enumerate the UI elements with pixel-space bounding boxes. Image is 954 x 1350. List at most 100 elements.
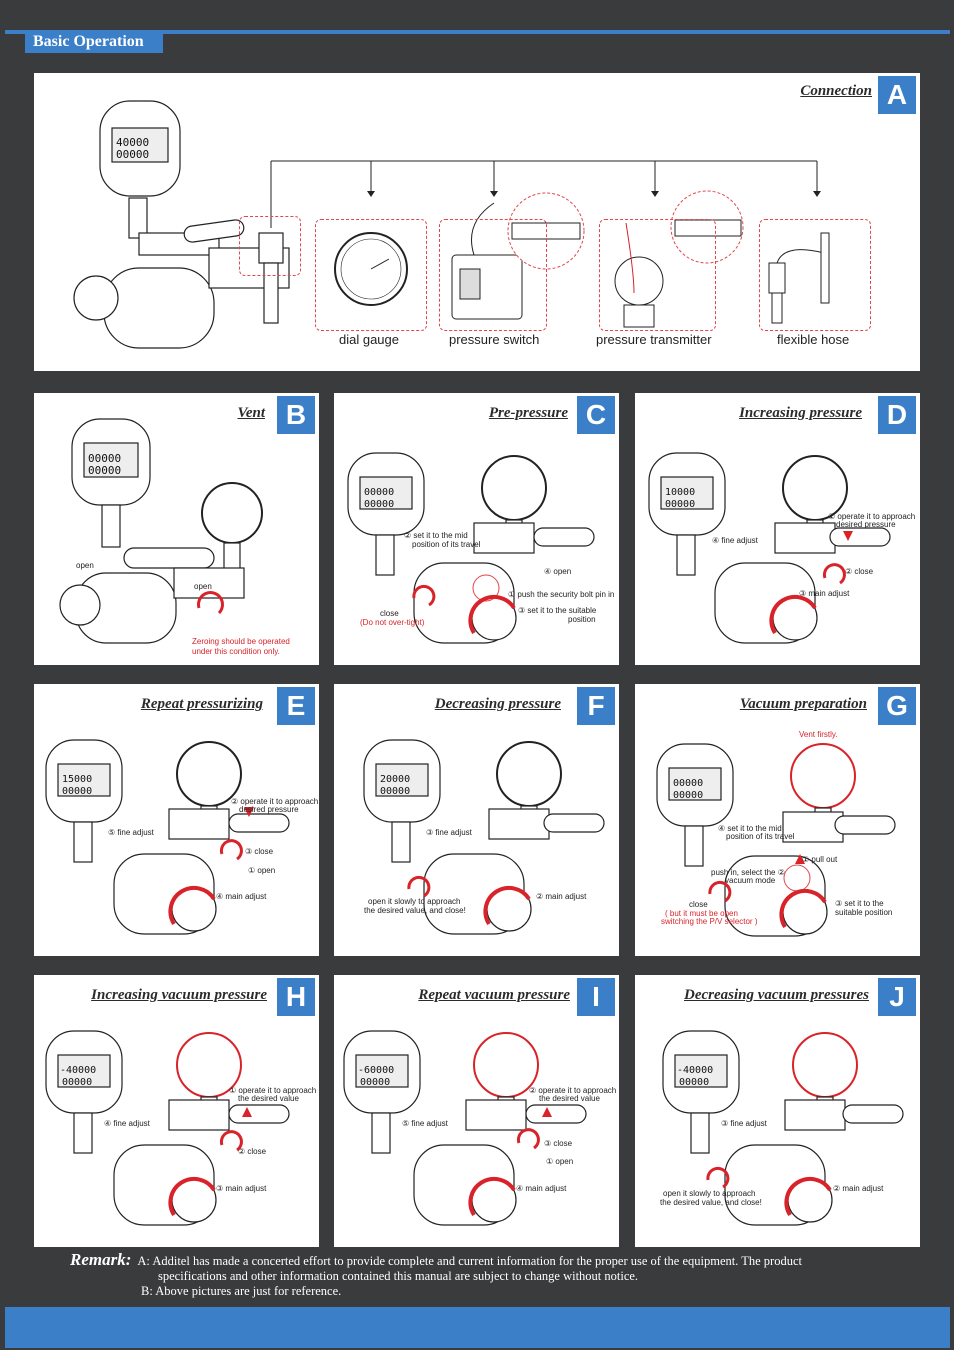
note-line-2: switching the P/V selector ) — [661, 917, 758, 926]
step-1: ① push the security bolt pin in — [508, 590, 615, 599]
label-open-1: open — [76, 561, 94, 570]
step-3: ③ close — [245, 847, 274, 856]
display-main: -60000 — [358, 1065, 394, 1076]
step-1: ① pull out — [802, 855, 838, 864]
display-sub: 00000 — [673, 790, 703, 801]
display-sub: 00000 — [364, 499, 394, 510]
step-2-line-2: position of its travel — [412, 540, 481, 549]
display-main: 00000 — [673, 778, 703, 789]
step-3: ③ fine adjust — [426, 828, 472, 837]
step-2-line-2: vacuum mode — [725, 876, 776, 885]
remark-line-b: B: Above pictures are just for reference… — [141, 1284, 342, 1298]
step-1-line-2: the desired value — [238, 1094, 299, 1103]
note-line-2: under this condition only. — [192, 647, 280, 656]
panel-letter: A — [878, 76, 916, 114]
display-sub: 00000 — [62, 786, 92, 797]
display-sub: 00000 — [116, 148, 149, 161]
panel-letter: I — [577, 978, 615, 1016]
panel-vacuum-preparation: Vacuum preparation G 00000 00000 Vent fi… — [635, 684, 920, 956]
display-sub: 00000 — [62, 1077, 92, 1088]
panel-title: Decreasing vacuum pressures — [683, 987, 869, 1003]
step-2-line-1: push in, select the ② — [711, 868, 785, 877]
panel-title: Increasing pressure — [739, 405, 862, 421]
panel-title: Repeat vacuum pressure — [418, 987, 570, 1003]
vent-first: Vent firstly. — [799, 730, 838, 739]
section-title: Basic Operation — [25, 31, 163, 53]
panel-vent: Vent B 00000 00000 open open Zeroing sho… — [34, 393, 319, 665]
step-3: ③ main adjust — [799, 589, 850, 598]
label-close: close — [380, 609, 399, 618]
dashbox-dial-gauge — [315, 219, 427, 331]
remark-block: Remark:A: Additel has made a concerted e… — [70, 1250, 930, 1299]
panel-title: Vent — [237, 405, 265, 421]
display-sub: 00000 — [665, 499, 695, 510]
panel-title: Vacuum preparation — [739, 696, 867, 712]
step-3-line-2: suitable position — [835, 908, 893, 917]
step-2-line-1: ② operate it to approach — [529, 1086, 617, 1095]
panel-letter: H — [277, 978, 315, 1016]
step-2-line-1: ② operate it to approach — [231, 797, 319, 806]
panel-letter: D — [878, 396, 916, 434]
step-1-line-1: ① operate it to approach — [229, 1086, 317, 1095]
display-sub: 00000 — [360, 1077, 390, 1088]
step-1-line-2: desired pressure — [836, 520, 896, 529]
step-4: ④ main adjust — [516, 1184, 567, 1193]
step-3: ③ main adjust — [216, 1184, 267, 1193]
vacuum-preparation-illustration: 00000 00000 — [656, 743, 896, 937]
bottom-accent-bar — [5, 1307, 950, 1348]
panel-title: Connection — [800, 83, 872, 99]
decreasing-vacuum-illustration: -40000 00000 — [662, 1030, 904, 1226]
step-2-line-2: the desired value — [539, 1094, 600, 1103]
label-flexible-hose: flexible hose — [777, 332, 850, 347]
step-2: ② main adjust — [536, 892, 587, 901]
display-sub: 00000 — [679, 1077, 709, 1088]
panel-pre-pressure: Pre-pressure C 00000 00000 ② set it to t… — [334, 393, 619, 665]
step-3-line-1: ③ set it to the — [835, 899, 884, 908]
display-main: 00000 — [88, 452, 121, 465]
display-main: 20000 — [380, 774, 410, 785]
step-3-line-1: ③ set it to the suitable — [518, 606, 597, 615]
remark-label: Remark: — [70, 1250, 132, 1269]
pre-pressure-illustration: 00000 00000 — [347, 452, 595, 644]
remark-line-a2: specifications and other information con… — [158, 1269, 639, 1283]
panel-decreasing-pressure: Decreasing pressure F 20000 00000 ③ fine… — [334, 684, 619, 956]
step-3: ③ close — [544, 1139, 573, 1148]
step-4: ④ fine adjust — [712, 536, 758, 545]
panel-letter: G — [878, 687, 916, 725]
step-2-line-1: ② set it to the mid — [404, 531, 468, 540]
step-1: ① open — [546, 1157, 574, 1166]
dashbox-device-port — [239, 216, 301, 276]
panel-decreasing-vacuum-pressures: Decreasing vacuum pressures J -40000 000… — [635, 975, 920, 1247]
panel-repeat-pressurizing: Repeat pressurizing E 15000 00000 ② oper… — [34, 684, 319, 956]
display-main: 40000 — [116, 136, 149, 149]
step-5: ⑤ fine adjust — [402, 1119, 448, 1128]
panel-letter: F — [577, 687, 615, 725]
display-main: 00000 — [364, 487, 394, 498]
label-pressure-transmitter: pressure transmitter — [596, 332, 712, 347]
display-sub: 00000 — [88, 464, 121, 477]
step-4-line-1: ④ set it to the mid — [718, 824, 782, 833]
panel-connection: Connection A 40000 00000 — [34, 73, 920, 371]
step-2: ② close — [238, 1147, 267, 1156]
panel-title: Decreasing pressure — [434, 696, 561, 712]
step-4: ④ open — [544, 567, 572, 576]
panel-letter: J — [878, 978, 916, 1016]
label-close: close — [689, 900, 708, 909]
step-1-line-1: ① operate it to approach — [828, 512, 916, 521]
panel-letter: C — [577, 396, 615, 434]
step-2: ② main adjust — [833, 1184, 884, 1193]
dashbox-flexible-hose — [759, 219, 871, 331]
panel-letter: B — [277, 396, 315, 434]
dashbox-pressure-switch — [439, 219, 547, 331]
repeat-vacuum-illustration: -60000 00000 — [343, 1030, 587, 1226]
increasing-vacuum-illustration: -40000 00000 — [45, 1030, 290, 1226]
panel-title: Pre-pressure — [488, 405, 568, 421]
display-main: -40000 — [60, 1065, 96, 1076]
step-1: ① open — [248, 866, 276, 875]
warning: (Do not over-tight) — [360, 618, 425, 627]
note-line-1: Zeroing should be operated — [192, 637, 290, 646]
step-3-line-2: position — [568, 615, 596, 624]
step-5: ⑤ fine adjust — [108, 828, 154, 837]
step-2: ② close — [845, 567, 874, 576]
step-3: ③ fine adjust — [721, 1119, 767, 1128]
